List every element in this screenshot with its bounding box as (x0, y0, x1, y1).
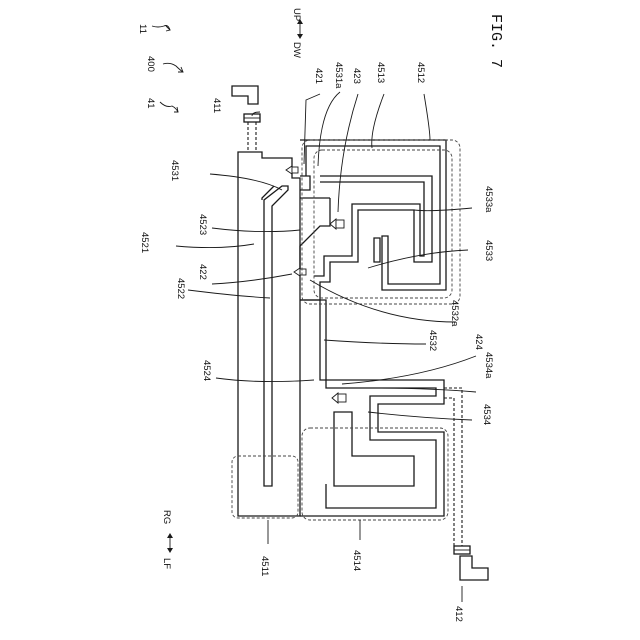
svg-text:UP: UP (291, 8, 302, 21)
valve-423 (330, 219, 344, 229)
label-4531a: 4531a (333, 62, 344, 89)
label-422: 422 (197, 264, 208, 280)
svg-text:RG: RG (161, 510, 172, 524)
label-4512: 4512 (415, 62, 426, 83)
region-4514 (302, 428, 448, 520)
ref-11: 11 (137, 24, 170, 34)
direction-up-dw: UP DW (291, 8, 303, 58)
valve-421 (286, 166, 298, 174)
label-4534: 4534 (481, 404, 492, 425)
svg-text:DW: DW (291, 42, 302, 58)
svg-text:11: 11 (137, 24, 148, 34)
label-424: 424 (473, 334, 484, 350)
label-4533a: 4533a (483, 186, 494, 213)
region-4511 (232, 456, 298, 518)
label-412: 412 (453, 606, 464, 622)
label-4524: 4524 (201, 360, 212, 381)
flow-path-4512-4513 (300, 140, 446, 300)
label-4534a: 4534a (483, 352, 494, 379)
label-4521: 4521 (139, 232, 150, 253)
label-4531: 4531 (169, 160, 180, 181)
connector-412 (454, 546, 488, 580)
label-411: 411 (211, 98, 222, 113)
valve-422 (294, 268, 306, 276)
svg-text:LF: LF (161, 558, 172, 569)
label-421: 421 (313, 68, 324, 84)
ref-41: 41 (145, 98, 178, 112)
valve-424 (332, 393, 346, 403)
label-4522: 4522 (175, 278, 186, 299)
figure-label: FIG. 7 (487, 14, 504, 68)
channel-4521-body (238, 152, 330, 516)
direction-lf-rg: LF RG (161, 510, 173, 569)
label-4514: 4514 (351, 550, 362, 571)
connector-411 (232, 86, 260, 152)
svg-text:400: 400 (145, 56, 156, 72)
ref-400: 400 (145, 56, 183, 72)
label-423: 423 (351, 68, 362, 84)
label-4532: 4532 (427, 330, 438, 351)
label-4513: 4513 (375, 62, 386, 83)
region-4512 (302, 140, 460, 304)
label-4511: 4511 (259, 556, 270, 576)
label-4523: 4523 (197, 214, 208, 235)
label-4533: 4533 (483, 240, 494, 261)
svg-text:41: 41 (145, 98, 156, 109)
label-4532a: 4532a (449, 300, 460, 327)
